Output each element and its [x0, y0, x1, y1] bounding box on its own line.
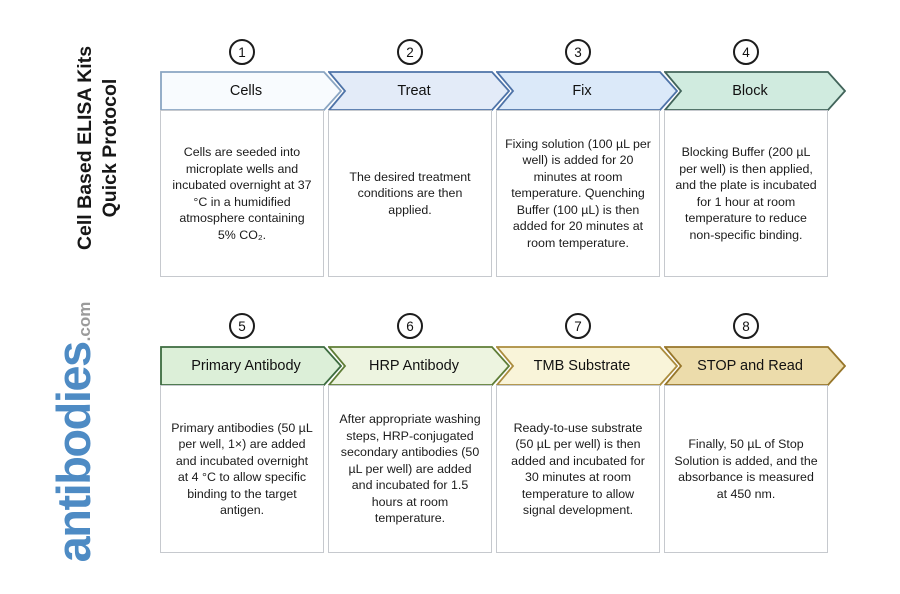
step-description-text: The desired treatment conditions are the…	[349, 169, 471, 217]
step-number-badge: 7	[565, 313, 591, 339]
step-description: Primary antibodies (50 µL per well, 1×) …	[160, 385, 324, 553]
step-column-1: 1 Cells Cells are seeded into microplate…	[160, 0, 344, 594]
step-description-text: Fixing solution (100 µL per well) is add…	[505, 136, 651, 250]
step-label: Primary Antibody	[191, 358, 301, 374]
step-label: HRP Antibody	[368, 358, 459, 374]
page-title-line1: Cell Based ELISA Kits	[74, 45, 96, 251]
brand-logo-suffix: .com	[75, 301, 94, 342]
step-number: 7	[574, 318, 582, 334]
step-label: STOP and Read	[697, 358, 803, 374]
brand-logo-name: antibodies	[47, 342, 100, 563]
protocol-flowchart: 1 Cells Cells are seeded into microplate…	[160, 0, 900, 594]
step-label: Block	[732, 83, 768, 99]
step-arrow	[328, 346, 510, 386]
page-title: Cell Based ELISA Kits Quick Protocol	[69, 8, 127, 288]
step-column-5: 5 Primary Antibody Primary antibodies (5…	[160, 0, 344, 594]
step-number-badge: 2	[397, 39, 423, 65]
step-number: 2	[406, 44, 414, 60]
page-title-line2: Quick Protocol	[99, 78, 121, 218]
step-number-badge: 5	[229, 313, 255, 339]
step-description-text: Finally, 50 µL of Stop Solution is added…	[674, 437, 818, 501]
step-column-4: 4 Block Blocking Buffer (200 µL per well…	[664, 0, 848, 594]
step-number: 4	[742, 44, 750, 60]
step-column-2: 2 Treat The desired treatment conditions…	[328, 0, 512, 594]
step-description: Cells are seeded into microplate wells a…	[160, 110, 324, 277]
step-description: Fixing solution (100 µL per well) is add…	[496, 110, 660, 277]
step-description: The desired treatment conditions are the…	[328, 110, 492, 277]
step-description-text: Cells are seeded into microplate wells a…	[172, 145, 312, 242]
step-label: TMB Substrate	[533, 358, 631, 374]
step-column-8: 8 STOP and Read Finally, 50 µL of Stop S…	[664, 0, 848, 594]
step-number: 6	[406, 318, 414, 334]
step-number: 5	[238, 318, 246, 334]
step-arrow	[664, 346, 846, 386]
step-arrow	[160, 346, 342, 386]
step-number-badge: 1	[229, 39, 255, 65]
step-description-text: Primary antibodies (50 µL per well, 1×) …	[171, 420, 313, 518]
step-description-text: After appropriate washing steps, HRP-con…	[339, 412, 481, 526]
step-column-6: 6 HRP Antibody After appropriate washing…	[328, 0, 512, 594]
step-arrow	[664, 71, 846, 111]
step-label: Cells	[229, 83, 263, 99]
step-number: 8	[742, 318, 750, 334]
step-number-badge: 3	[565, 39, 591, 65]
step-number-badge: 8	[733, 313, 759, 339]
step-description-text: Blocking Buffer (200 µL per well) is the…	[675, 145, 817, 242]
step-arrow	[496, 346, 678, 386]
step-arrow	[496, 71, 678, 111]
step-number: 1	[238, 44, 246, 60]
brand-logo: antibodies.com	[46, 280, 134, 584]
step-column-3: 3 Fix Fixing solution (100 µL per well) …	[496, 0, 680, 594]
step-description: Blocking Buffer (200 µL per well) is the…	[664, 110, 828, 277]
step-column-7: 7 TMB Substrate Ready-to-use substrate (…	[496, 0, 680, 594]
step-description: Ready-to-use substrate (50 µL per well) …	[496, 385, 660, 553]
step-label: Fix	[572, 83, 592, 99]
step-description: Finally, 50 µL of Stop Solution is added…	[664, 385, 828, 553]
step-description-text: Ready-to-use substrate (50 µL per well) …	[511, 420, 645, 518]
step-number-badge: 6	[397, 313, 423, 339]
step-number-badge: 4	[733, 39, 759, 65]
step-arrow	[328, 71, 510, 111]
step-arrow	[160, 71, 342, 111]
step-description: After appropriate washing steps, HRP-con…	[328, 385, 492, 553]
step-label: Treat	[397, 83, 431, 99]
step-number: 3	[574, 44, 582, 60]
